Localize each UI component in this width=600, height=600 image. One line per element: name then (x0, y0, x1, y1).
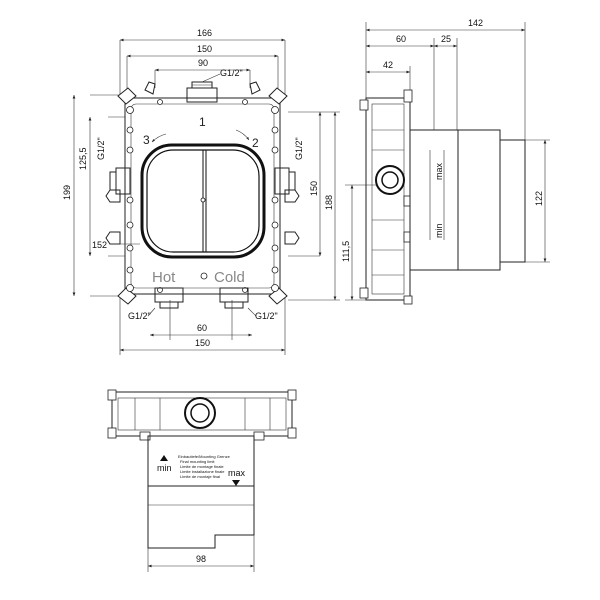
min-arrow-icon (160, 455, 168, 461)
front-outer-frame (124, 97, 281, 295)
bottom-min-label: min (157, 463, 172, 473)
label-line-5: Limite de montaje final (180, 474, 220, 479)
thread-right: G1/2" (294, 137, 304, 160)
dim-42: 42 (383, 60, 393, 70)
dim-90: 90 (198, 58, 208, 68)
front-extension-lines (90, 40, 340, 355)
dim-60-side: 60 (396, 34, 406, 44)
bottom-outlets (154, 287, 249, 309)
side-cartridge-cap (500, 139, 526, 263)
bottom-view: min Einbautiefe/Mounting Grenze Final mo… (107, 389, 297, 572)
dim-188: 188 (324, 195, 334, 210)
side-cartridge-label: min max (434, 162, 444, 238)
cold-label: Cold (214, 269, 245, 286)
bottom-port-inner (190, 403, 210, 423)
front-inner-frame (130, 103, 275, 289)
port-label-right: 2 (252, 136, 259, 150)
max-arrow-icon (232, 480, 240, 486)
side-cartridge-body (409, 129, 459, 271)
dim-122: 122 (534, 191, 544, 206)
front-view: 1 3 2 Hot Cold 166 150 90 G1/2" 199 125,… (62, 28, 340, 355)
hot-label: Hot (152, 269, 176, 286)
side-ports (109, 167, 296, 195)
label-line-4: Limite installazione finale (180, 469, 225, 474)
label-line-1: Einbautiefe/Mounting Grenze (178, 454, 231, 459)
label-line-3: Limite de montage finale (180, 464, 224, 469)
side-min-label: min (434, 223, 444, 238)
thread-bottom-left: G1/2" (128, 311, 151, 321)
side-max-label: max (434, 162, 444, 180)
side-mounting-frame (365, 97, 411, 301)
dim-150-right: 150 (309, 181, 319, 196)
dim-111-5: 111,5 (341, 241, 351, 262)
thread-bottom-right: G1/2" (255, 311, 278, 321)
top-port (186, 81, 218, 103)
dim-125-5: 125,5 (78, 147, 88, 170)
dim-150-top: 150 (197, 44, 212, 54)
dim-60-bottom: 60 (197, 323, 207, 333)
port-label-left: 3 (143, 133, 150, 147)
side-view: 142 60 25 42 (341, 18, 550, 305)
bottom-max-label: max (228, 468, 246, 478)
dim-152: 152 (92, 240, 107, 250)
label-line-2: Final mounting limit (180, 459, 215, 464)
dim-98: 98 (196, 554, 206, 564)
valve-center-mark (200, 197, 206, 203)
dim-25: 25 (441, 34, 451, 44)
dim-142: 142 (468, 18, 483, 28)
thread-top: G1/2" (220, 68, 243, 78)
thread-left: G1/2" (96, 137, 106, 160)
arrow-left-port (151, 133, 167, 143)
port-label-top: 1 (199, 115, 206, 129)
side-port-inner (381, 171, 399, 189)
bottom-label-block: min Einbautiefe/Mounting Grenze Final mo… (157, 454, 246, 486)
mounting-ears (105, 81, 300, 305)
bottom-cartridge-cap (147, 485, 255, 549)
dim-150-bottom: 150 (195, 338, 210, 348)
arrow-right-port (235, 129, 250, 141)
dim-166: 166 (197, 28, 212, 38)
dim-199: 199 (62, 185, 72, 200)
